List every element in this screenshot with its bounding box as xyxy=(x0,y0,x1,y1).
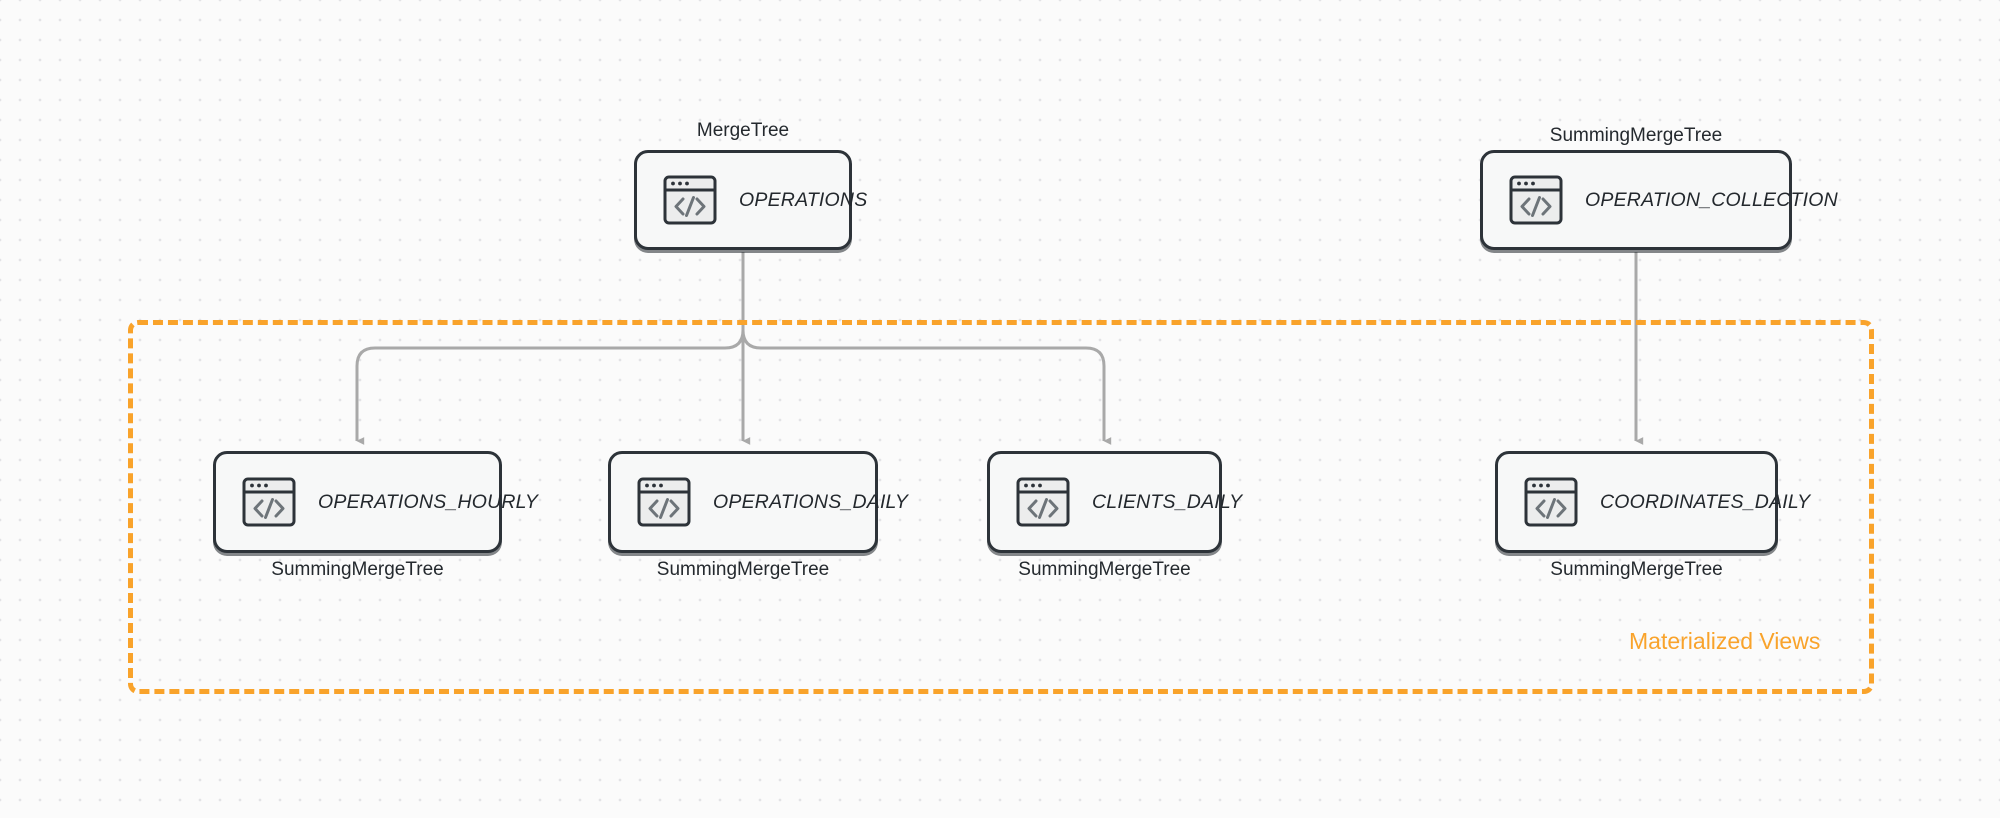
node-label-operation-collection: OPERATION_COLLECTION xyxy=(1585,188,1838,211)
materialized-views-group[interactable] xyxy=(128,320,1874,694)
node-operation-collection[interactable]: OPERATION_COLLECTION xyxy=(1480,150,1838,250)
engine-label-operations: MergeTree xyxy=(696,120,790,141)
materialized-views-group-label: Materialized Views xyxy=(1629,628,1821,654)
engine-label-operations-hourly: SummingMergeTree xyxy=(271,559,444,580)
node-clients-daily[interactable]: CLIENTS_DAILY xyxy=(987,451,1242,553)
node-operations-hourly[interactable]: OPERATIONS_HOURLY xyxy=(213,451,538,553)
code-window-icon xyxy=(637,477,691,527)
node-operations-daily[interactable]: OPERATIONS_DAILY xyxy=(608,451,908,553)
code-window-icon xyxy=(242,477,296,527)
node-label-clients-daily: CLIENTS_DAILY xyxy=(1092,490,1243,513)
node-label-operations: OPERATIONS xyxy=(739,188,868,211)
node-operations[interactable]: OPERATIONS xyxy=(634,150,867,250)
engine-label-operations-daily: SummingMergeTree xyxy=(656,559,830,580)
node-label-operations-daily: OPERATIONS_DAILY xyxy=(713,490,909,513)
code-window-icon xyxy=(1524,477,1578,527)
engine-label-clients-daily: SummingMergeTree xyxy=(1018,559,1191,580)
node-coordinates-daily[interactable]: COORDINATES_DAILY xyxy=(1495,451,1810,553)
code-window-icon xyxy=(1509,175,1563,225)
node-label-coordinates-daily: COORDINATES_DAILY xyxy=(1600,490,1811,513)
engine-label-operation-collection: SummingMergeTree xyxy=(1549,125,1723,146)
code-window-icon xyxy=(663,175,717,225)
engine-label-coordinates-daily: SummingMergeTree xyxy=(1550,559,1723,580)
code-window-icon xyxy=(1016,477,1070,527)
node-label-operations-hourly: OPERATIONS_HOURLY xyxy=(318,490,539,513)
